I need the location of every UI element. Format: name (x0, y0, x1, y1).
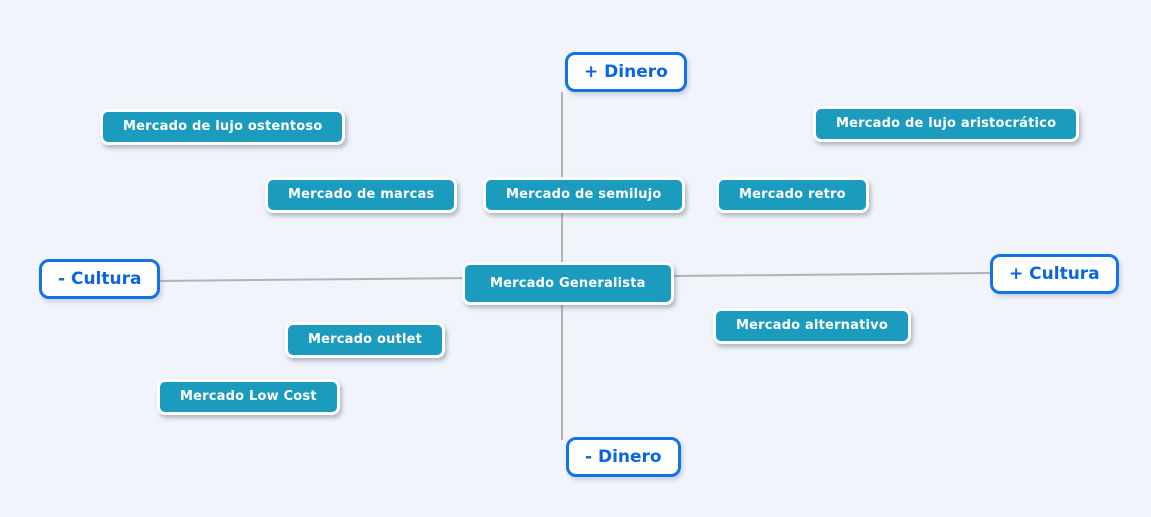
topic-mercado-low-cost[interactable]: Mercado Low Cost (157, 379, 340, 415)
topic-mercado-alternativo[interactable]: Mercado alternativo (713, 308, 911, 344)
axis-label-plus-dinero[interactable]: + Dinero (565, 52, 687, 92)
topic-mercado-retro[interactable]: Mercado retro (716, 177, 869, 213)
axis-label-minus-cultura[interactable]: - Cultura (39, 259, 161, 299)
axis-label-plus-cultura[interactable]: + Cultura (990, 254, 1119, 294)
topic-mercado-de-lujo-aristocratico[interactable]: Mercado de lujo aristocrático (813, 106, 1080, 142)
axis-label-minus-dinero[interactable]: - Dinero (566, 437, 681, 477)
topic-mercado-de-lujo-ostentoso[interactable]: Mercado de lujo ostentoso (100, 109, 346, 145)
topic-mercado-outlet[interactable]: Mercado outlet (285, 322, 446, 358)
topic-mercado-de-semilujo[interactable]: Mercado de semilujo (483, 177, 685, 213)
central-topic-mercado-generalista[interactable]: Mercado Generalista (462, 262, 674, 305)
topic-mercado-de-marcas[interactable]: Mercado de marcas (265, 177, 458, 213)
